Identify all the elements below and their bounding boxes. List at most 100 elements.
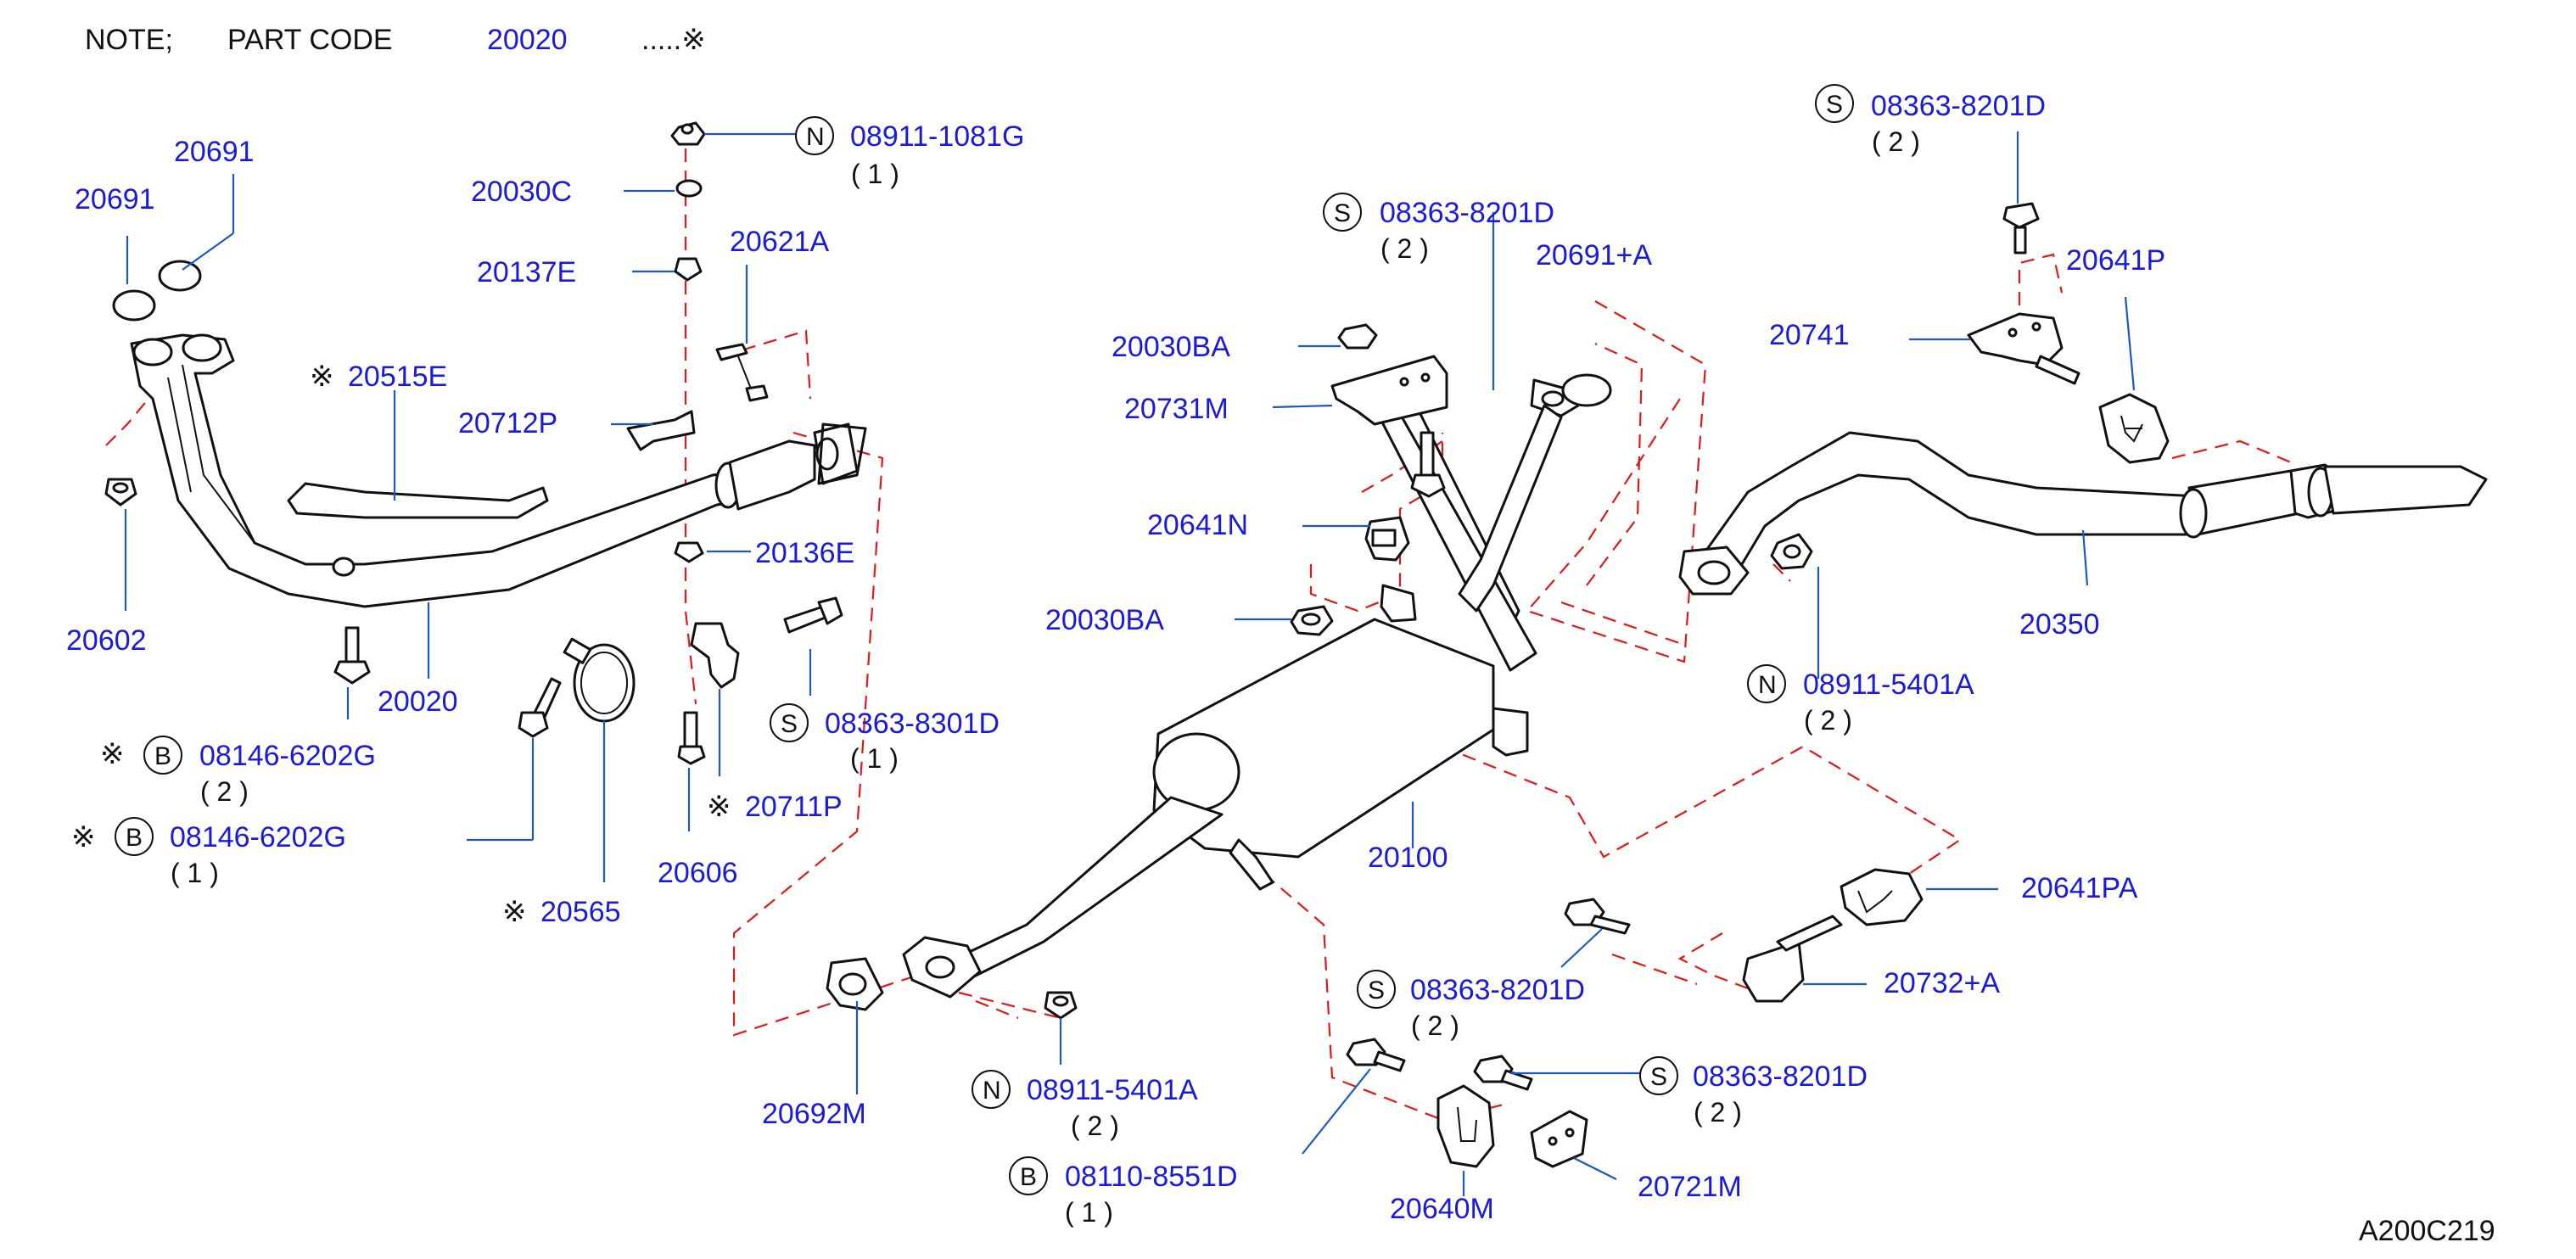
s-symbol xyxy=(770,703,809,742)
n-letter: N xyxy=(983,1077,1001,1105)
code-08911-5401A-right: 08911-5401A xyxy=(1803,669,1974,701)
label-20020: 20020 xyxy=(378,685,458,718)
assembly-dashed-lines xyxy=(105,148,2292,1122)
star-20565: ※ xyxy=(502,896,527,928)
gasket-20691A xyxy=(1561,373,1612,407)
code-08363-8201D-bottom: 08363-8201D xyxy=(1693,1060,1868,1093)
s-letter: S xyxy=(1650,1063,1667,1091)
s-symbol xyxy=(1639,1056,1678,1095)
b-letter: B xyxy=(1020,1163,1037,1191)
label-20565: 20565 xyxy=(540,896,621,928)
code-08146-6202G-a: 08146-6202G xyxy=(199,740,376,772)
nut-08911-5401A-left xyxy=(1044,991,1078,1020)
s-letter: S xyxy=(1334,199,1351,227)
label-20641N: 20641N xyxy=(1147,509,1248,541)
qty-08363-8301D: ( 1 ) xyxy=(850,743,899,774)
clamp-20711P xyxy=(677,596,843,765)
label-20602: 20602 xyxy=(66,624,147,657)
s-symbol xyxy=(1323,193,1362,232)
part-labels: 20691 20691 20030C 20137E 20621A ※ 20515… xyxy=(66,136,2495,1247)
gasket-20692M xyxy=(826,957,884,1011)
s-letter: S xyxy=(1826,91,1843,119)
code-08146-6202G-b: 08146-6202G xyxy=(170,821,346,853)
qty-08363-8201D-lower: ( 2 ) xyxy=(1411,1010,1459,1041)
star-08146-a: ※ xyxy=(100,738,125,770)
label-20731M: 20731M xyxy=(1124,393,1229,425)
b-symbol xyxy=(143,736,182,775)
s-symbol xyxy=(1815,84,1854,123)
part-code-label: PART CODE xyxy=(227,24,393,56)
qty-08146-6202G-b: ( 1 ) xyxy=(171,858,219,888)
diagram-code: A200C219 xyxy=(2359,1215,2495,1247)
bracket-20741 xyxy=(1967,202,2080,385)
n-symbol xyxy=(1747,664,1786,703)
label-20711P: 20711P xyxy=(745,791,843,823)
label-20136E: 20136E xyxy=(755,537,854,569)
note-suffix: .....※ xyxy=(641,24,706,56)
qty-08911-1081G: ( 1 ) xyxy=(851,159,899,189)
label-20030BA-top: 20030BA xyxy=(1112,331,1230,363)
label-20691-a: 20691 xyxy=(75,183,155,215)
qty-08911-5401A-right: ( 2 ) xyxy=(1804,705,1852,736)
fastener-callouts: N 08911-1081G ( 1 ) S 08363-8201D ( 2 ) … xyxy=(71,84,2046,1228)
star-20515E: ※ xyxy=(310,361,334,393)
qty-08146-6202G-a: ( 2 ) xyxy=(200,776,249,807)
nut-20030BA-mid xyxy=(1290,605,1334,636)
label-20621A: 20621A xyxy=(730,226,830,258)
label-20691-b: 20691 xyxy=(174,136,255,168)
code-08363-8201D-lower: 08363-8201D xyxy=(1410,974,1585,1006)
bracket-20731M xyxy=(1330,323,1448,498)
s-symbol xyxy=(1357,970,1396,1009)
bracket-20721M xyxy=(1530,1110,1588,1168)
band-clamp-20565 xyxy=(518,637,636,738)
label-20741: 20741 xyxy=(1769,319,1850,351)
nut-08911-5401A-right xyxy=(1770,533,1813,570)
n-symbol xyxy=(972,1070,1011,1109)
qty-08110-8551D: ( 1 ) xyxy=(1065,1197,1113,1228)
n-symbol xyxy=(795,116,834,155)
code-08363-8201D-right: 08363-8201D xyxy=(1871,90,2046,122)
code-08911-1081G: 08911-1081G xyxy=(850,120,1024,153)
s-letter: S xyxy=(781,710,798,738)
insulator-20641PA xyxy=(1840,868,1924,926)
label-20030BA-mid: 20030BA xyxy=(1045,604,1164,636)
label-20640M: 20640M xyxy=(1390,1193,1494,1225)
label-20515E: 20515E xyxy=(348,361,447,393)
n-letter: N xyxy=(806,123,825,151)
b-letter: B xyxy=(126,824,143,852)
part-code-value: 20020 xyxy=(487,24,568,56)
star-08146-b: ※ xyxy=(71,821,96,853)
label-20100: 20100 xyxy=(1368,842,1448,874)
b-symbol xyxy=(1009,1156,1048,1195)
label-20641PA: 20641PA xyxy=(2021,872,2138,904)
qty-08363-8201D-bottom: ( 2 ) xyxy=(1694,1097,1742,1128)
mount-20641N xyxy=(1364,516,1410,562)
code-08363-8201D-top: 08363-8201D xyxy=(1380,197,1554,229)
code-08110-8551D: 08110-8551D xyxy=(1065,1161,1238,1193)
catalyst-flange xyxy=(714,422,867,511)
catalyst-fasteners xyxy=(626,121,769,563)
b-symbol xyxy=(115,817,154,856)
note-prefix: NOTE; xyxy=(85,24,173,56)
stud-bolt-08146 xyxy=(333,626,371,685)
bracket-20732A xyxy=(1564,898,1843,1003)
label-20606: 20606 xyxy=(658,857,738,889)
label-20641P: 20641P xyxy=(2066,244,2165,277)
label-20732A: 20732+A xyxy=(1884,967,2000,999)
label-20137E: 20137E xyxy=(477,256,576,288)
leader-lines xyxy=(124,131,2136,1196)
b-letter: B xyxy=(154,742,171,770)
label-20712P: 20712P xyxy=(458,407,557,439)
rear-tailpipe-20350 xyxy=(1678,431,2488,596)
note-header: NOTE; PART CODE 20020 .....※ xyxy=(85,24,706,56)
label-20350: 20350 xyxy=(2019,608,2100,641)
insulator-20641P xyxy=(2098,393,2170,464)
nut-20602 xyxy=(104,478,137,506)
code-08363-8301D: 08363-8301D xyxy=(825,708,1000,740)
front-tube-20020 xyxy=(130,333,748,608)
n-letter: N xyxy=(1758,671,1777,699)
s-letter: S xyxy=(1368,976,1385,1004)
qty-08363-8201D-right: ( 2 ) xyxy=(1872,126,1920,157)
label-20691A: 20691+A xyxy=(1536,239,1652,271)
